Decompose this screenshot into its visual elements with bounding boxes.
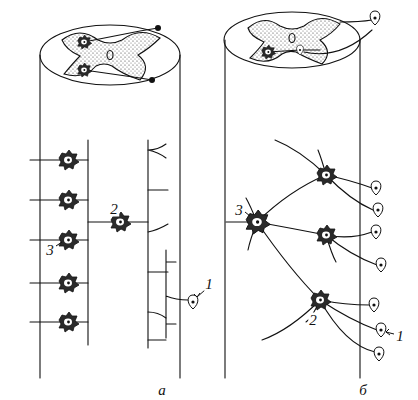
illustration-part (248, 18, 340, 64)
callout-number: 3 (45, 243, 55, 258)
illustration-part (40, 25, 180, 85)
illustration-part (246, 210, 270, 234)
illustration-part (194, 293, 200, 297)
illustration-part (289, 34, 295, 43)
illustration-part (59, 273, 79, 293)
illustration-part (226, 140, 326, 340)
illustration-part (386, 329, 390, 335)
cord-segment-a (30, 25, 188, 378)
illustration-part (62, 32, 160, 80)
illustration-part (84, 28, 158, 80)
neuron-cells-a (59, 25, 198, 332)
cord-segment-b (224, 12, 377, 378)
neuron-cells-b (246, 11, 386, 361)
illustration-part (320, 175, 377, 352)
illustration-part (78, 35, 92, 49)
illustration-part (262, 45, 276, 59)
illustration-part (374, 347, 384, 361)
leader-lines (56, 212, 394, 335)
illustration-part (224, 12, 360, 68)
illustration-part (225, 40, 360, 378)
illustration-part (59, 150, 79, 170)
callout-number: 1 (204, 277, 214, 292)
illustration-part (317, 165, 337, 185)
callout-number: 2 (308, 313, 318, 328)
illustration-part (107, 51, 113, 60)
illustration-part (40, 55, 180, 378)
callout-number: 3 (234, 203, 244, 218)
illustration-part (317, 225, 337, 245)
illustration-part (370, 11, 380, 25)
illustration-part (376, 258, 386, 272)
illustration-part (369, 298, 379, 312)
illustration-part (148, 144, 168, 340)
panel-letter: а (157, 383, 167, 398)
illustration-part (166, 250, 188, 338)
illustration-part (268, 20, 372, 54)
illustration-part (149, 77, 155, 83)
illustration-part (245, 212, 250, 216)
illustration-part (246, 150, 336, 322)
illustration-part (376, 323, 386, 337)
callout-number: 1 (395, 329, 405, 344)
illustration-part (155, 25, 161, 31)
illustration-part (371, 225, 381, 239)
illustration-part (59, 230, 79, 250)
callout-number: 2 (109, 202, 119, 217)
illustration-part (297, 45, 304, 55)
illustration-part (88, 140, 148, 348)
illustration-part (78, 63, 92, 77)
illustration-part (371, 181, 381, 195)
illustration-part (373, 203, 383, 217)
panel-letter: б (358, 383, 368, 398)
illustration-part (59, 190, 79, 210)
illustration-part (56, 242, 62, 246)
illustration-part (257, 175, 326, 300)
illustration-part (311, 290, 331, 310)
illustration-part (59, 312, 79, 332)
